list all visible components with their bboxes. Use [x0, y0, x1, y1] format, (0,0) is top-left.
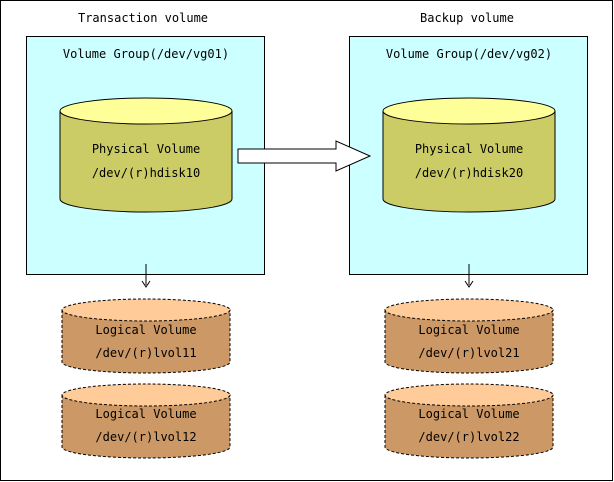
backup-volume-group-label: Volume Group(/dev/vg02) [386, 47, 552, 61]
backup-logical-volume-2-name: Logical Volume [418, 407, 519, 421]
transaction-logical-volume-1: Logical Volume /dev/(r)lvol11 [61, 298, 231, 374]
backup-logical-volume-1: Logical Volume /dev/(r)lvol21 [384, 298, 554, 374]
backup-logical-volume-2-path: /dev/(r)lvol22 [418, 430, 519, 444]
backup-logical-volume-1-top [384, 298, 554, 322]
backup-logical-volume-2-body [384, 394, 554, 459]
transaction-volume-group-label: Volume Group(/dev/vg01) [63, 47, 229, 61]
transaction-logical-volume-2-path: /dev/(r)lvol12 [95, 430, 196, 444]
transaction-logical-volume-2-name: Logical Volume [95, 407, 196, 421]
transaction-logical-volume-1-path: /dev/(r)lvol11 [95, 346, 196, 360]
transaction-physical-volume-name: Physical Volume [92, 142, 200, 156]
transaction-physical-volume-top [59, 97, 233, 125]
backup-physical-volume-top [382, 97, 556, 125]
backup-physical-volume-path: /dev/(r)hdisk20 [415, 166, 523, 180]
transaction-logical-volume-1-body [61, 309, 231, 374]
transaction-title: Transaction volume [78, 11, 208, 25]
backup-logical-volume-1-name: Logical Volume [418, 323, 519, 337]
transaction-logical-volume-2-top [61, 383, 231, 407]
transaction-physical-volume: Physical Volume /dev/(r)hdisk10 [59, 97, 233, 213]
backup-down-arrow [464, 264, 474, 288]
transaction-down-arrow [141, 264, 151, 288]
backup-logical-volume-1-body [384, 309, 554, 374]
transaction-physical-volume-path: /dev/(r)hdisk10 [92, 166, 200, 180]
backup-physical-volume-name: Physical Volume [415, 142, 523, 156]
backup-physical-volume: Physical Volume /dev/(r)hdisk20 [382, 97, 556, 213]
transaction-logical-volume-2-body [61, 394, 231, 459]
copy-arrow [237, 140, 372, 172]
backup-logical-volume-1-path: /dev/(r)lvol21 [418, 346, 519, 360]
transaction-logical-volume-1-name: Logical Volume [95, 323, 196, 337]
backup-physical-volume-body [382, 110, 556, 213]
transaction-logical-volume-2: Logical Volume /dev/(r)lvol12 [61, 383, 231, 459]
transaction-logical-volume-1-top [61, 298, 231, 322]
backup-logical-volume-2-top [384, 383, 554, 407]
backup-logical-volume-2: Logical Volume /dev/(r)lvol22 [384, 383, 554, 459]
backup-title: Backup volume [420, 11, 514, 25]
transaction-physical-volume-body [59, 110, 233, 213]
